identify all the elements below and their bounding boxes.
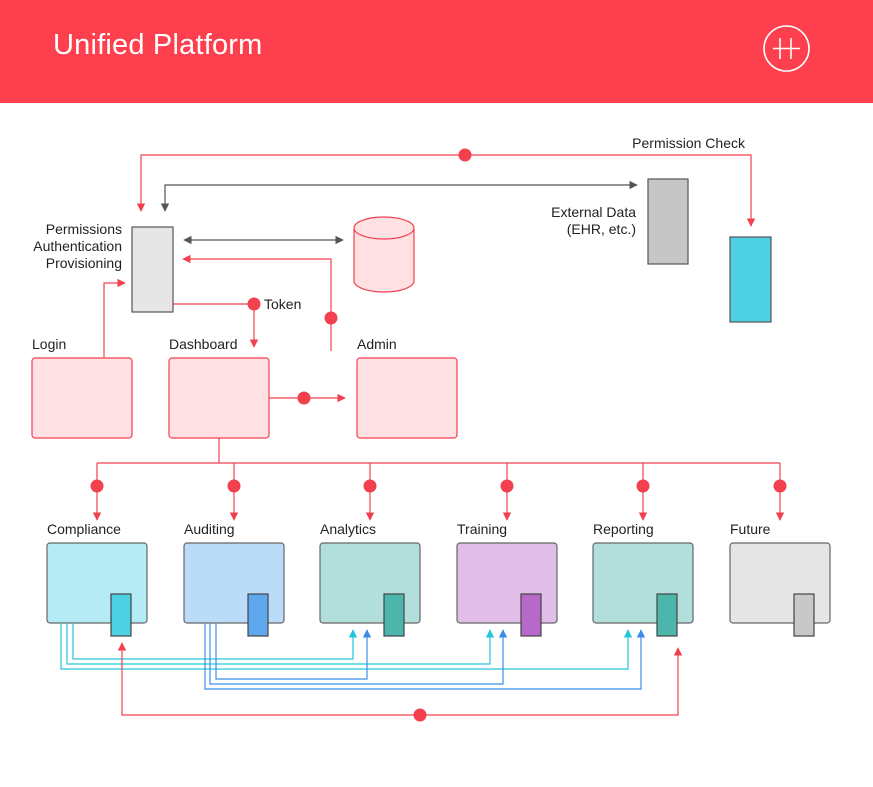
module-bus-connector: [97, 438, 780, 464]
database-icon: [353, 216, 415, 293]
compliance-reporting-connector: [117, 642, 683, 716]
h-mark-logo-icon: [763, 25, 810, 72]
training-drop-node: [500, 479, 514, 493]
future-module-box: [729, 542, 831, 624]
compliance-reporting-node: [413, 708, 427, 722]
external-data-server: [647, 178, 689, 265]
reporting-drop-node: [636, 479, 650, 493]
modules-row: Compliance Auditing Analytics Training Repor…: [46, 521, 831, 637]
token-node: [247, 297, 261, 311]
analytics-server-icon: [383, 593, 405, 637]
provisioning-label: Provisioning: [46, 255, 122, 271]
admin-label: Admin: [357, 336, 397, 352]
auditing-drop-node: [227, 479, 241, 493]
token-label: Token: [264, 296, 301, 312]
blue-data-links: [204, 623, 646, 690]
permissions-label: Permissions: [46, 221, 122, 237]
page-title: Unified Platform: [53, 29, 263, 61]
header-bar: Unified Platform: [0, 0, 873, 103]
analytics-module-box: [319, 542, 421, 624]
compliance-server-icon: [110, 593, 132, 637]
auditing-label: Auditing: [184, 521, 235, 537]
compliance-drop-node: [90, 479, 104, 493]
compliance-label: Compliance: [47, 521, 121, 537]
training-label: Training: [457, 521, 507, 537]
external-data-label: External Data: [551, 204, 636, 220]
analytics-label: Analytics: [320, 521, 376, 537]
reporting-server-icon: [656, 593, 678, 637]
login-connector: [103, 278, 126, 357]
future-drop-node: [773, 479, 787, 493]
dashboard-label: Dashboard: [169, 336, 238, 352]
authentication-label: Authentication: [33, 238, 122, 254]
training-module-box: [456, 542, 558, 624]
permissions-server: [131, 226, 174, 313]
external-data-sublabel: (EHR, etc.): [567, 221, 636, 237]
permission-check-node: [458, 148, 472, 162]
login-box: [31, 357, 133, 439]
admin-connector-node: [324, 311, 338, 325]
auditing-server-icon: [247, 593, 269, 637]
future-label: Future: [730, 521, 771, 537]
analytics-drop-node: [363, 479, 377, 493]
reporting-module-box: [592, 542, 694, 624]
reporting-label: Reporting: [593, 521, 654, 537]
compliance-module-box: [46, 542, 148, 624]
auditing-module-box: [183, 542, 285, 624]
future-server-icon: [793, 593, 815, 637]
permission-check-connector: [136, 154, 756, 227]
cyan-data-links: [60, 623, 633, 670]
external-data-connector: [160, 180, 638, 212]
permission-check-server: [729, 236, 772, 323]
dashboard-admin-node: [297, 391, 311, 405]
training-server-icon: [520, 593, 542, 637]
dashboard-box: [168, 357, 270, 439]
permission-check-label: Permission Check: [632, 135, 746, 151]
admin-box: [356, 357, 458, 439]
login-label: Login: [32, 336, 66, 352]
module-drop-connectors: [90, 463, 787, 521]
